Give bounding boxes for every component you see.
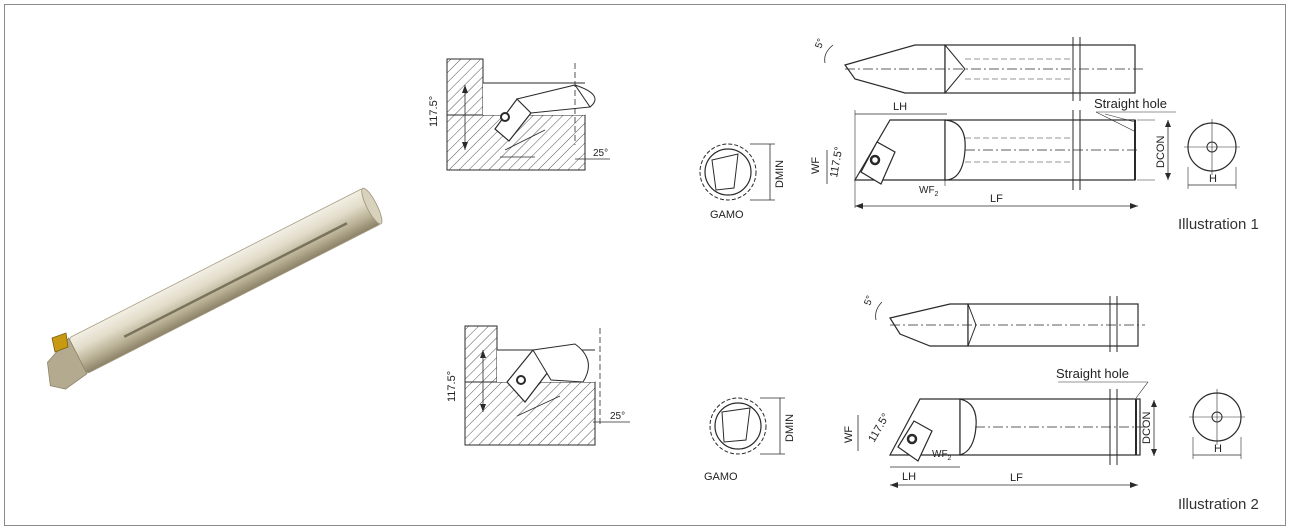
dcon-label-2: DCON [1141,412,1153,444]
angle-5-label-2: 5° [862,294,876,307]
straight-hole-label-2: Straight hole [1056,366,1129,381]
top-view-2: 5° [862,294,1145,352]
end-view-1: DMIN GAMO [699,143,786,221]
dmin-label-2: DMIN [784,414,796,442]
side-view-2: LH LF WF 117.5° WF2 [843,389,1145,488]
wf-label-2: WF [843,426,855,443]
dcon-dim-1: Straight hole DCON [1094,96,1176,180]
lh-label: LH [893,101,907,113]
gamo-label-2: GAMO [704,471,738,483]
wf2-label: WF2 [919,185,939,198]
straight-hole-label-1: Straight hole [1094,96,1167,111]
top-view-1: 5° [815,37,1145,101]
angle-1175-label-2: 117.5° [446,371,458,402]
diagram-frame [4,4,1286,526]
angle-25-label-2: 25° [610,411,625,422]
wf2-label-2: WF2 [932,449,952,462]
shank-section-2: H [1189,389,1245,459]
h-label-2: H [1214,443,1222,455]
end-view-2: DMIN GAMO [704,397,796,483]
angle-5-label: 5° [815,37,827,50]
dcon-dim-2: Straight hole DCON [1056,366,1157,456]
dcon-label: DCON [1155,136,1167,168]
machining-sketch-2: 117.5° 25° [446,325,630,446]
angle-25-label: 25° [593,148,608,159]
lf-label-2: LF [1010,472,1023,484]
caption-illustration-2: Illustration 2 [1178,496,1259,513]
insert-icon [51,332,69,353]
angle-1175-label-4: 117.5° [866,412,892,445]
caption-illustration-1: Illustration 1 [1178,216,1259,233]
machining-sketch-1: 117.5° 25° [428,58,610,171]
angle-1175-label-3: 117.5° [828,146,845,179]
boring-bar-photo [47,187,383,390]
lf-label: LF [990,193,1003,205]
wf-label: WF [810,157,822,174]
gamo-label: GAMO [710,209,744,221]
side-view-1: LH LF WF 117.5° WF2 [810,101,1155,209]
lh-label-2: LH [902,471,916,483]
dmin-label: DMIN [774,160,786,188]
h-label: H [1209,173,1217,185]
shank-section-1: H [1184,119,1240,189]
angle-1175-label: 117.5° [428,96,440,127]
